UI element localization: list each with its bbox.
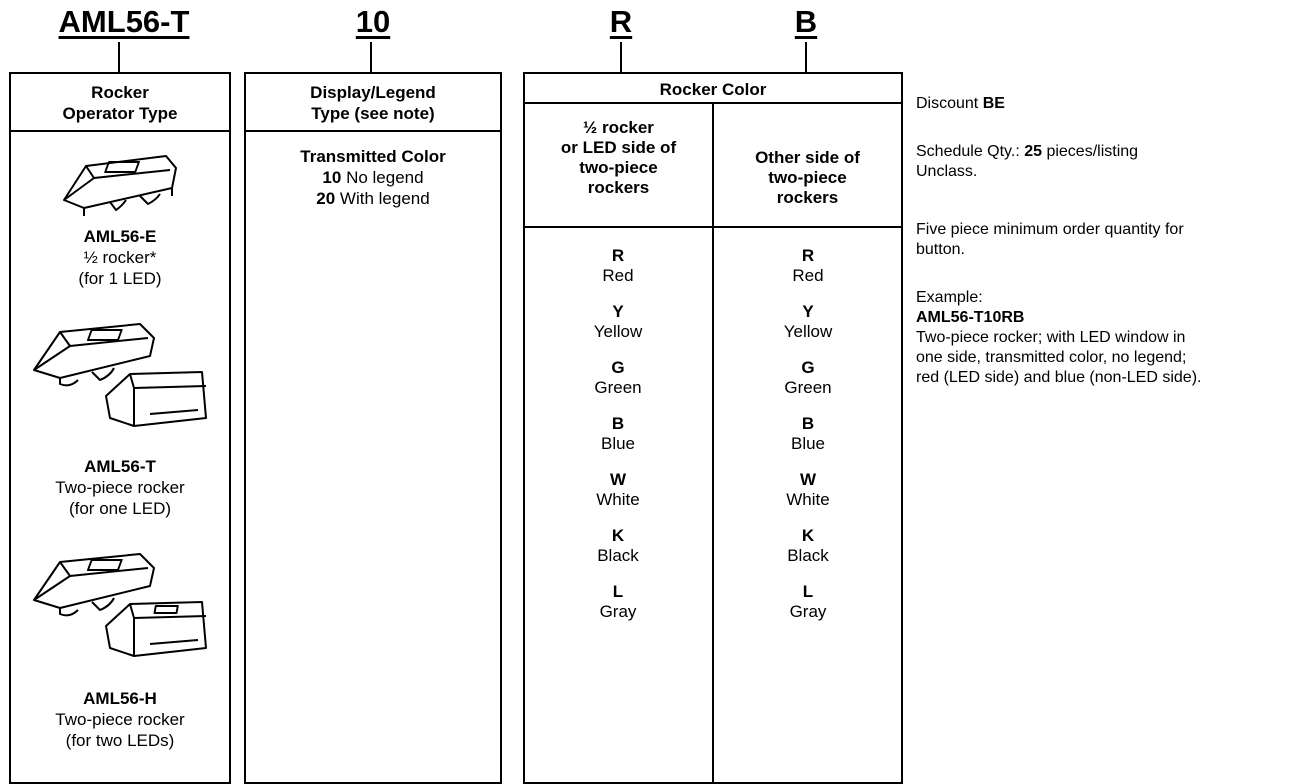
column-divider <box>712 102 714 784</box>
code-legend-type: 10 <box>355 4 391 39</box>
half-rocker-icon <box>63 155 177 216</box>
other-side-subheader: Other side of two-piece rockers <box>755 148 860 207</box>
header-line: Rocker <box>91 83 149 102</box>
connector-line <box>370 42 372 72</box>
divider <box>9 130 231 132</box>
legend-type-header: Display/Legend Type (see note) <box>244 82 502 124</box>
rocker-code: AML56-H <box>83 689 157 708</box>
discount-note: Discount BE <box>916 95 1005 112</box>
rocker-code: AML56-E <box>83 227 157 246</box>
rocker-desc: Two-piece rocker <box>55 710 185 729</box>
rocker-desc: (for 1 LED) <box>78 269 162 288</box>
rocker-item-t: AML56-T Two-piece rocker (for one LED) <box>9 456 231 519</box>
operator-type-header: Rocker Operator Type <box>9 82 231 124</box>
example-note: Example: AML56-T10RB Two-piece rocker; w… <box>916 289 1202 386</box>
rocker-item-h: AML56-H Two-piece rocker (for two LEDs) <box>9 688 231 751</box>
two-piece-rocker-icon <box>33 323 207 427</box>
rocker-desc: (for two LEDs) <box>65 731 175 750</box>
rocker-desc: Two-piece rocker <box>55 478 185 497</box>
code-rocker-color-1: R <box>609 4 633 39</box>
legend-option: 10 No legend <box>322 168 424 187</box>
rocker-code: AML56-T <box>84 457 156 476</box>
legend-options: Transmitted Color 10 No legend 20 With l… <box>244 146 502 209</box>
connector-line <box>118 42 120 72</box>
rocker-item-e: AML56-E ½ rocker* (for 1 LED) <box>9 226 231 289</box>
rocker-desc: ½ rocker* <box>83 248 157 267</box>
divider <box>244 130 502 132</box>
rocker-color-header: Rocker Color <box>659 80 767 99</box>
two-piece-rocker-two-led-icon <box>33 553 207 657</box>
rocker-desc: (for one LED) <box>68 499 172 518</box>
header-line: Operator Type <box>62 104 178 123</box>
code-rocker-color-2: B <box>794 4 818 39</box>
legend-option: 20 With legend <box>316 189 430 208</box>
connector-line <box>620 42 622 74</box>
min-order-note: Five piece minimum order quantity for bu… <box>916 221 1184 258</box>
header-line: Display/Legend <box>310 83 436 102</box>
code-operator-type: AML56-T <box>58 4 190 39</box>
led-side-subheader: ½ rocker or LED side of two-piece rocker… <box>560 118 677 197</box>
connector-line <box>805 42 807 74</box>
schedule-note: Schedule Qty.: 25 pieces/listing Unclass… <box>916 143 1139 180</box>
legend-subtitle: Transmitted Color <box>300 147 446 166</box>
header-line: Type (see note) <box>311 104 435 123</box>
